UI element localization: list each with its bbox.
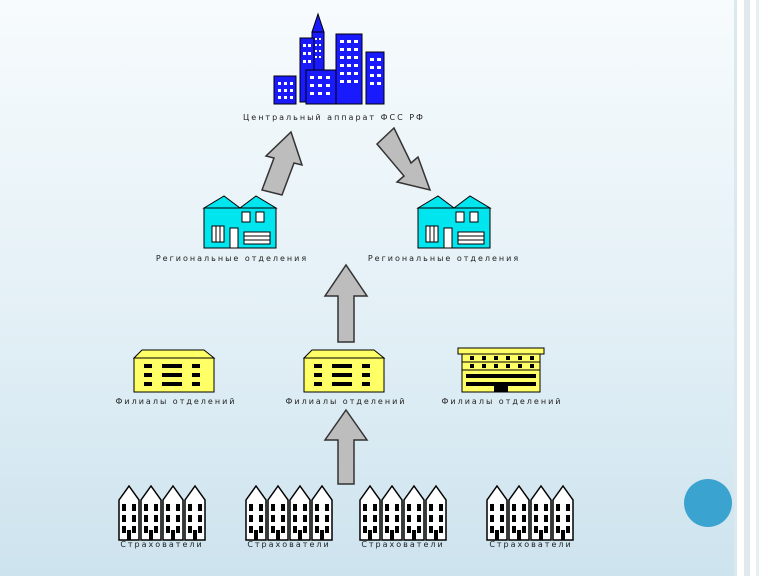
- arrow-up-left: [261, 130, 304, 196]
- label-insurer-1: Страхователи: [120, 540, 204, 549]
- label-branch-center: Филиалы отделений: [285, 397, 407, 406]
- slide-frame-right: [734, 0, 768, 576]
- house-icon: [203, 195, 277, 249]
- label-central: Центральный аппарат ФСС РФ: [243, 113, 425, 122]
- skyscraper-icon: [273, 12, 385, 105]
- hierarchy-diagram: [0, 12, 740, 576]
- label-regional-left: Региональные отделения: [155, 254, 309, 263]
- label-branch-left: Филиалы отделений: [115, 397, 237, 406]
- townhouse-row-icon: [119, 486, 205, 540]
- label-regional-right: Региональные отделения: [367, 254, 521, 263]
- office-building-icon: [133, 349, 215, 393]
- townhouse-row-icon: [487, 486, 573, 540]
- office-building-icon: [303, 349, 385, 393]
- arrow-down-right: [375, 126, 432, 192]
- label-insurer-3: Страхователи: [361, 540, 445, 549]
- house-icon: [417, 195, 491, 249]
- label-insurer-2: Страхователи: [247, 540, 331, 549]
- office-building-icon: [457, 347, 545, 393]
- nav-circle-button[interactable]: [684, 479, 732, 527]
- arrow-up-bottom: [323, 408, 369, 485]
- label-insurer-4: Страхователи: [489, 540, 573, 549]
- label-branch-right: Филиалы отделений: [441, 397, 563, 406]
- arrow-up-middle: [323, 263, 369, 343]
- townhouse-row-icon: [360, 486, 446, 540]
- townhouse-row-icon: [246, 486, 332, 540]
